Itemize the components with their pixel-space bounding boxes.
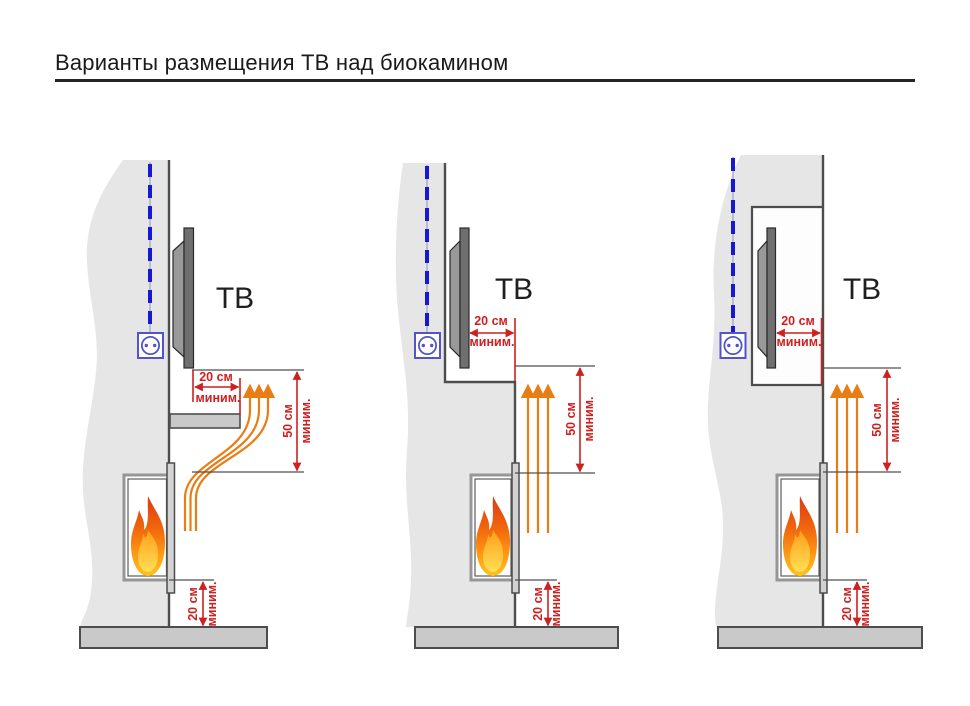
variant-1-diagram: ТВ 20 см миним. 50 см миним. 20 см миним… <box>60 150 370 670</box>
dimension-lines <box>169 369 304 627</box>
dimension-lines <box>469 318 595 627</box>
dim-clearance-value: 50 см <box>564 402 578 436</box>
floor-slab <box>717 626 923 649</box>
dim-niche-depth-value: 20 см <box>781 314 815 328</box>
floor-slab <box>79 626 268 649</box>
tv-label: ТВ <box>842 273 882 306</box>
dim-clearance-qualifier: миним. <box>888 397 902 443</box>
socket-icon <box>719 332 747 359</box>
tv-label: ТВ <box>215 282 255 315</box>
dim-shelf-depth-value: 20 см <box>199 370 233 384</box>
flame-icon <box>131 496 165 576</box>
floor-slab <box>414 626 619 649</box>
heat-arrows <box>520 383 556 533</box>
dim-tv-offset-value: 20 см <box>474 314 508 328</box>
dim-niche-depth-qualifier: миним. <box>776 335 822 349</box>
flame-icon <box>783 496 817 576</box>
heat-arrows <box>183 383 276 531</box>
variant-2-drawing <box>395 163 619 649</box>
dim-clearance-value: 50 см <box>870 403 884 437</box>
dim-floor-qualifier: миним. <box>205 581 219 627</box>
dim-floor-qualifier: миним. <box>858 581 872 627</box>
heat-arrows <box>829 383 865 533</box>
dim-clearance-value: 50 см <box>281 404 295 438</box>
dim-tv-offset-qualifier: миним. <box>469 335 515 349</box>
dim-clearance-qualifier: миним. <box>582 396 596 442</box>
dimension-lines <box>776 318 901 627</box>
variant-3-diagram: ТВ 20 см миним. 50 см миним. 20 см миним… <box>695 150 970 670</box>
dim-floor-value: 20 см <box>531 587 545 621</box>
flame-icon <box>476 496 510 576</box>
tv-icon <box>757 227 777 369</box>
dim-floor-value: 20 см <box>186 587 200 621</box>
variant-3-drawing <box>707 155 923 649</box>
dim-floor-value: 20 см <box>840 587 854 621</box>
variant-1-drawing <box>79 160 304 649</box>
socket-icon <box>137 332 164 359</box>
tv-icon <box>449 227 470 369</box>
title-underline <box>55 79 915 82</box>
tv-icon <box>172 227 195 369</box>
variant-2-diagram: ТВ 20 см миним. 50 см миним. 20 см миним… <box>395 150 705 670</box>
dim-shelf-depth-qualifier: миним. <box>195 391 241 405</box>
shelf <box>169 413 241 429</box>
dim-clearance-qualifier: миним. <box>299 398 313 444</box>
page-title: Варианты размещения ТВ над биокамином <box>55 50 509 75</box>
niche-border <box>750 205 823 387</box>
socket-icon <box>414 332 441 359</box>
dim-floor-qualifier: миним. <box>549 581 563 627</box>
tv-label: ТВ <box>494 273 534 306</box>
